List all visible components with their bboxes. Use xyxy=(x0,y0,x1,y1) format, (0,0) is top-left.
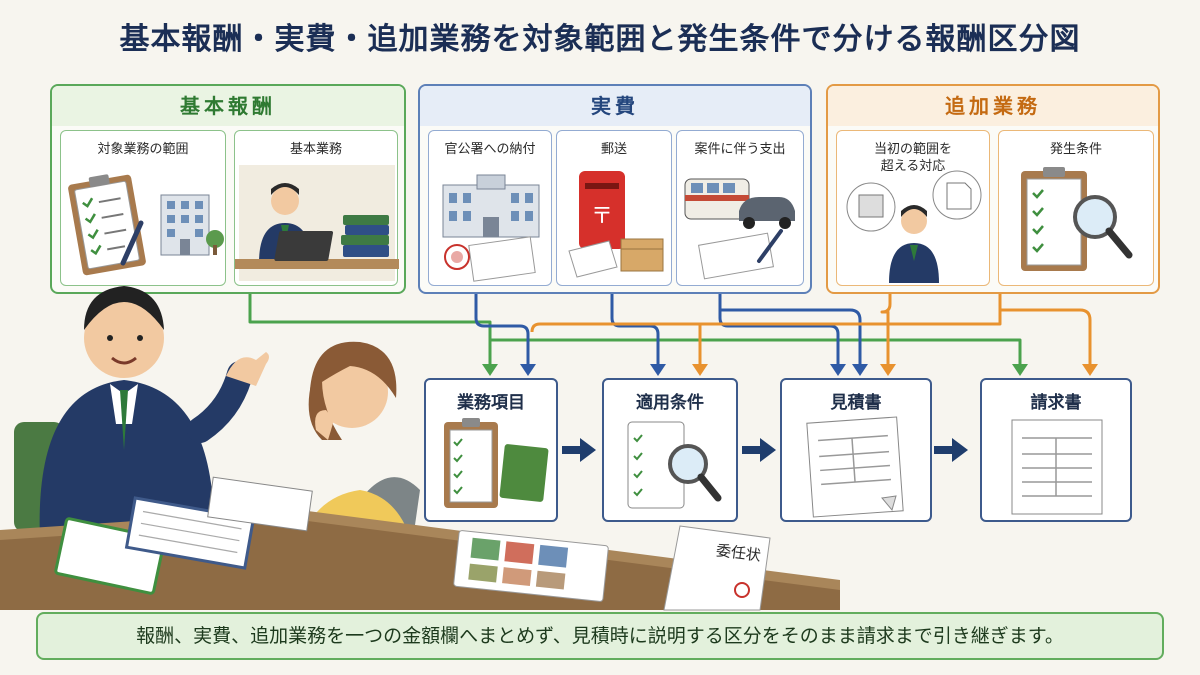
footer-note: 報酬、実費、追加業務を一つの金額欄へまとめず、見積時に説明する区分をそのまま請求… xyxy=(36,612,1164,660)
card-basic-work-label: 基本業務 xyxy=(289,142,342,157)
expenses-heading: 実費 xyxy=(420,86,810,126)
additional-work-group: 追加業務 当初の範囲を 超える対応 発生条件 xyxy=(826,84,1160,294)
checklist-clipboard-icon xyxy=(68,174,224,276)
card-scope-label: 対象業務の範囲 xyxy=(97,142,189,157)
expenses-group: 実費 官公署への納付 郵送 〒 案件に伴う支出 xyxy=(418,84,812,294)
flow-step-conditions-label: 適用条件 xyxy=(636,393,704,413)
card-occurrence-condition-label: 発生条件 xyxy=(1049,142,1102,157)
card-government-payment: 官公署への納付 xyxy=(428,130,552,286)
card-case-expenses: 案件に伴う支出 xyxy=(676,130,804,286)
flow-step-invoice: 請求書 xyxy=(980,378,1132,522)
card-postage: 郵送 〒 xyxy=(556,130,672,286)
card-postage-label: 郵送 xyxy=(600,142,627,157)
flow-step-work-items-label: 業務項目 xyxy=(457,393,525,413)
flow-step-estimate: 見積書 xyxy=(780,378,932,522)
card-occurrence-condition: 発生条件 xyxy=(998,130,1154,286)
post-box-icon: 〒 xyxy=(568,171,664,278)
consultation-illustration xyxy=(0,286,840,611)
card-scope: 対象業務の範囲 xyxy=(60,130,226,286)
card-government-payment-label: 官公署への納付 xyxy=(444,142,536,157)
flow-step-estimate-label: 見積書 xyxy=(830,393,882,413)
svg-text:〒: 〒 xyxy=(591,204,613,229)
estimate-document-icon xyxy=(806,416,904,518)
flow-step-conditions: 適用条件 xyxy=(602,378,738,522)
basic-fee-group: 基本報酬 対象業務の範囲 基本業務 xyxy=(50,84,406,294)
card-beyond-scope: 当初の範囲を 超える対応 xyxy=(836,130,990,286)
clipboard-folder-icon xyxy=(444,418,549,508)
train-car-icon xyxy=(684,178,795,280)
thinking-person-icon xyxy=(846,170,982,283)
basic-fee-heading: 基本報酬 xyxy=(52,86,404,126)
government-building-icon xyxy=(442,174,540,282)
card-basic-work: 基本業務 xyxy=(234,130,399,286)
additional-work-heading: 追加業務 xyxy=(828,86,1158,126)
office-worker-icon xyxy=(235,165,399,281)
page-title: 基本報酬・実費・追加業務を対象範囲と発生条件で分ける報酬区分図 xyxy=(119,22,1081,57)
invoice-document-icon xyxy=(1011,419,1103,515)
flow-step-invoice-label: 請求書 xyxy=(1030,393,1082,413)
flow-step-work-items: 業務項目 xyxy=(424,378,558,522)
checklist-magnifier-icon xyxy=(627,421,722,509)
card-beyond-scope-label: 当初の範囲を 超える対応 xyxy=(873,142,952,174)
clipboard-magnifier-icon xyxy=(1021,167,1133,271)
card-case-expenses-label: 案件に伴う支出 xyxy=(694,142,786,157)
